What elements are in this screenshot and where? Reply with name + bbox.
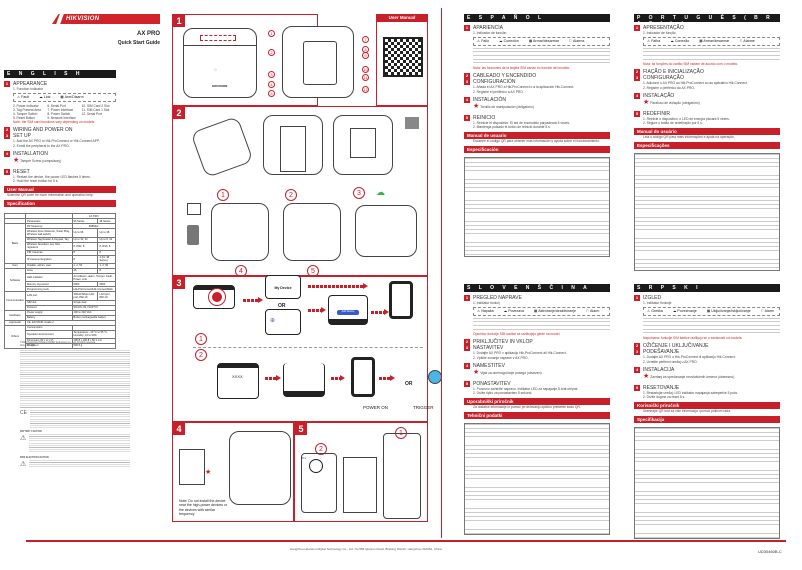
adapter-icon <box>187 225 199 245</box>
timer-icon <box>309 459 323 473</box>
star-icon: ★ <box>205 469 212 476</box>
setup-step: 1. Add the AX PRO to Hik-ProConnect or H… <box>13 139 100 144</box>
device-back <box>282 26 354 98</box>
reset-step: 1. Restart the device, the power LED fla… <box>13 174 91 179</box>
arm-indicator: ▦ Arm/Disarm <box>60 95 84 100</box>
warning-icon: ⚠ <box>20 435 27 443</box>
user-manual-text: Scan the QR code for more information an… <box>7 193 94 198</box>
trigger-button-icon <box>428 370 442 384</box>
panel-1-appearance: 1 ◌ HIKVISION 1 2 3 4 5 <box>172 14 318 106</box>
panel-5-reset: 5 2 5 s 1 <box>294 422 428 522</box>
legal-text: ©2022 Hangzhou Hikvision Digital Technol… <box>20 342 130 470</box>
sim-note: Note: the SIM card functions vary depend… <box>13 119 96 124</box>
footer-line <box>26 540 786 542</box>
network-port-icon <box>405 117 419 129</box>
mounting-plate <box>179 449 205 485</box>
lang-header-espanol: E S P A Ñ O L <box>464 14 610 22</box>
spec-table-sr <box>634 427 780 540</box>
brand-logo: HIKVISION <box>66 16 100 22</box>
guide-title: Quick Start Guide <box>117 40 160 46</box>
panel-4-installation: 4 ★ Note: Do not install the device near… <box>172 422 294 522</box>
panel-2-wiring: 2 1 2 3 ☁ 4 5 <box>172 106 428 277</box>
doc-code: UD30460B-C <box>758 549 782 554</box>
qr-code <box>383 37 423 77</box>
tamper-line: ★ Tamper Screw (compulsory) <box>13 156 62 164</box>
indicator-legend: ⚠ Fault ☁ Link ▦ Arm/Disarm <box>13 93 116 102</box>
install-note: Note: Do not install the device near the… <box>179 499 228 517</box>
brand-bar <box>52 14 160 24</box>
footer-address: Hangzhou Hikvision Digital Technology Co… <box>290 547 442 551</box>
spec-table-pt <box>634 153 780 272</box>
cloud-icon: ☁ <box>376 187 385 197</box>
product-name: AX PRO <box>136 31 160 37</box>
lang-header-srpski: S R P S K I <box>634 284 780 292</box>
spec-bar: Specification <box>4 200 116 208</box>
ce-icon: CE <box>20 410 27 417</box>
star-icon: ★ <box>13 156 20 164</box>
spec-table-es <box>464 157 610 258</box>
indicator-label: 1. Function Indicator <box>13 87 43 92</box>
spec-table-sl <box>464 423 610 536</box>
reset-step: 2. Hold the reset button for 5 s. <box>13 179 59 184</box>
lang-header-english: E N G L I S H <box>4 70 116 78</box>
setup-step: 2. Enroll the peripheral to the AX PRO. <box>13 143 70 148</box>
panel-3-app-setup: 3 My Device OR ⊕ Add Device 1 2 XXXX POW… <box>172 275 434 422</box>
outlet-icon <box>187 203 201 215</box>
fault-indicator: ⚠ Fault <box>17 95 30 100</box>
add-icon: ⊕ <box>270 318 276 324</box>
device-front: ◌ HIKVISION <box>183 28 257 98</box>
app-icon <box>209 289 225 305</box>
user-manual-bar: User Manual <box>4 186 116 194</box>
lang-header-slovenscina: S L O V E N Š Č I N A <box>464 284 610 292</box>
page-divider <box>441 8 442 538</box>
lang-header-portugues: P O R T U G U Ê S ( B R A S I L ) <box>634 14 780 27</box>
warning-icon: ⚠ <box>20 461 27 469</box>
link-indicator: ☁ Link <box>39 95 51 100</box>
qr-section: User Manual <box>376 14 428 106</box>
